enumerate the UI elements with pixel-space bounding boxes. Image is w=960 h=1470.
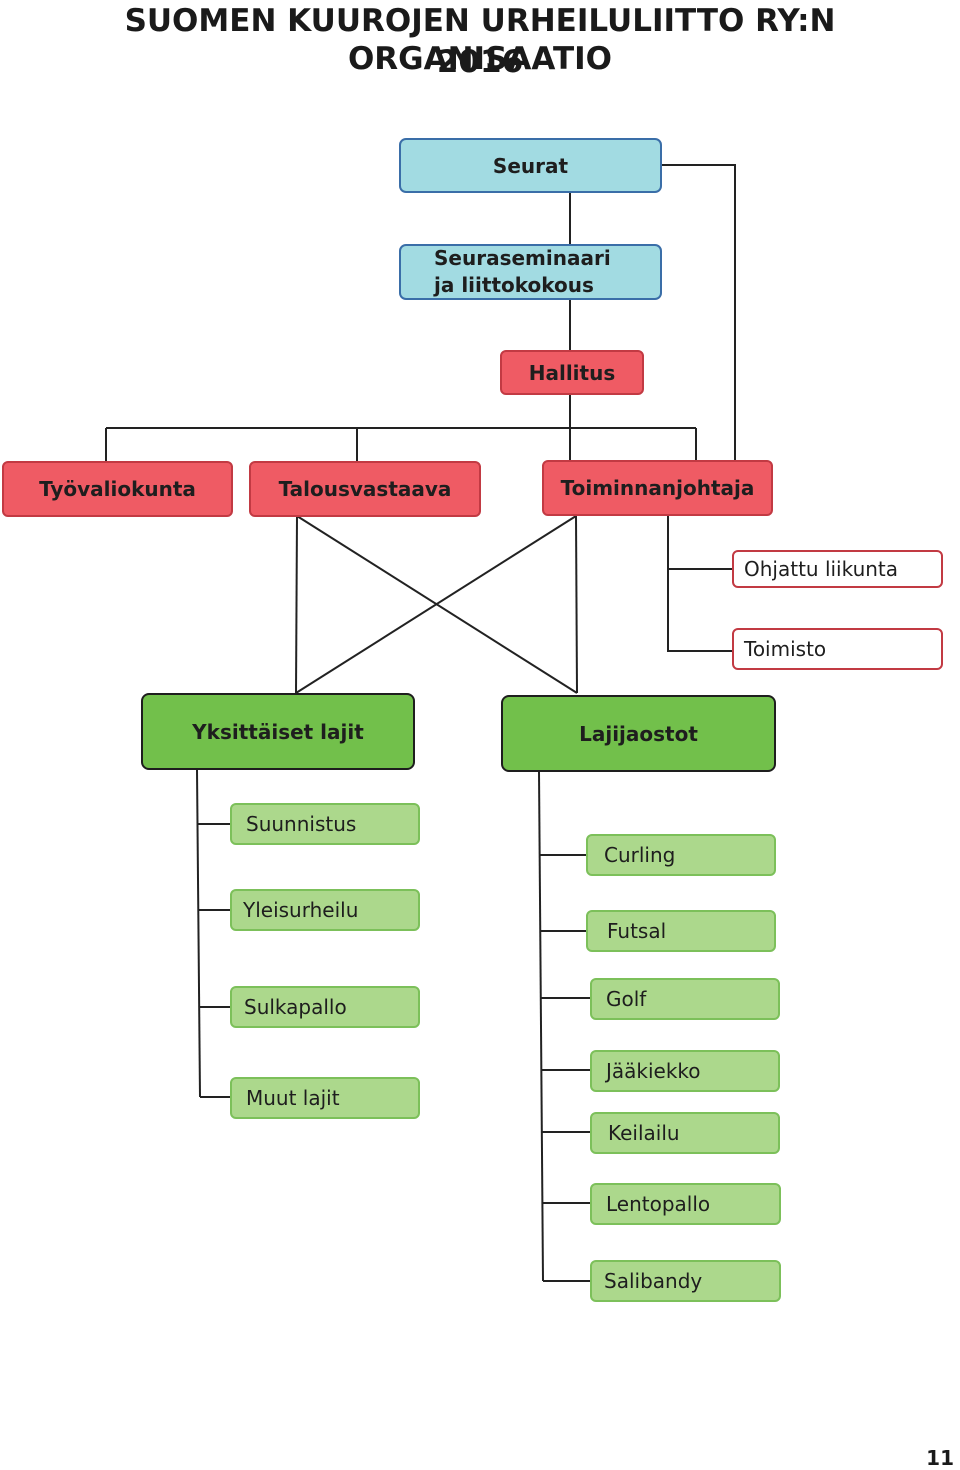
- connector-cross-2: [295, 515, 577, 694]
- sport-section-label: Curling: [604, 843, 676, 867]
- individual-sport-label: Suunnistus: [246, 812, 357, 836]
- connector-toiminnan-right: [575, 515, 578, 694]
- sport-section-label: Keilailu: [608, 1121, 680, 1145]
- node-yksittaiset-lajit: Yksittäiset lajit: [141, 693, 415, 770]
- sport-section-item: Futsal: [586, 910, 776, 952]
- connector-seurat-toiminnanjohtaja: [661, 164, 736, 461]
- sport-section-item: Curling: [586, 834, 776, 876]
- node-seuraseminaari-label-2: ja liittokokous: [434, 273, 594, 297]
- connector-lajijaostot-trunk: [538, 771, 544, 1282]
- connector-yksittaiset-trunk: [196, 769, 201, 1098]
- individual-sport-item: Sulkapallo: [230, 986, 420, 1028]
- page-number: 11: [926, 1446, 954, 1470]
- sport-section-item: Jääkiekko: [590, 1050, 780, 1092]
- individual-sport-item: Muut lajit: [230, 1077, 420, 1119]
- node-tyovaliokunta: Työvaliokunta: [2, 461, 233, 517]
- sport-section-item: Salibandy: [590, 1260, 781, 1302]
- node-yksittaiset-lajit-label: Yksittäiset lajit: [192, 719, 364, 744]
- node-toiminnanjohtaja: Toiminnanjohtaja: [542, 460, 773, 516]
- sport-section-label: Salibandy: [604, 1269, 703, 1293]
- node-seuraseminaari: Seuraseminaari ja liittokokous: [399, 244, 662, 300]
- node-lajijaostot-label: Lajijaostot: [579, 721, 698, 746]
- node-ohjattu-liikunta: Ohjattu liikunta: [732, 550, 943, 588]
- node-hallitus: Hallitus: [500, 350, 644, 395]
- node-talousvastaava: Talousvastaava: [249, 461, 481, 517]
- node-tyovaliokunta-label: Työvaliokunta: [39, 477, 196, 501]
- node-toiminnanjohtaja-label: Toiminnanjohtaja: [560, 476, 755, 500]
- node-toimisto: Toimisto: [732, 628, 943, 670]
- sport-section-label: Futsal: [607, 919, 667, 943]
- node-hallitus-label: Hallitus: [528, 360, 616, 385]
- sport-section-label: Golf: [606, 987, 647, 1011]
- individual-sport-item: Yleisurheilu: [230, 889, 420, 931]
- connector-talous-left: [295, 515, 298, 694]
- sport-section-item: Keilailu: [590, 1112, 780, 1154]
- individual-sport-label: Sulkapallo: [244, 995, 347, 1019]
- node-talousvastaava-label: Talousvastaava: [278, 477, 452, 501]
- sport-section-item: Golf: [590, 978, 780, 1020]
- sport-section-item: Lentopallo: [590, 1183, 781, 1225]
- diagram-title-line1: SUOMEN KUUROJEN URHEILULIITTO RY:N ORGAN…: [124, 3, 836, 77]
- node-toimisto-label: Toimisto: [744, 637, 827, 661]
- individual-sport-label: Muut lajit: [246, 1086, 340, 1110]
- connector-toiminnan-sub: [667, 516, 733, 652]
- sport-section-label: Lentopallo: [606, 1192, 711, 1216]
- sport-section-label: Jääkiekko: [606, 1059, 701, 1083]
- node-seurat: Seurat: [399, 138, 662, 193]
- diagram-title-line2: 2016: [436, 44, 524, 80]
- node-seurat-label: Seurat: [492, 153, 569, 178]
- node-lajijaostot: Lajijaostot: [501, 695, 776, 772]
- individual-sport-label: Yleisurheilu: [243, 898, 359, 922]
- node-seuraseminaari-label-1: Seuraseminaari: [434, 246, 611, 270]
- node-ohjattu-liikunta-label: Ohjattu liikunta: [744, 557, 899, 581]
- individual-sport-item: Suunnistus: [230, 803, 420, 845]
